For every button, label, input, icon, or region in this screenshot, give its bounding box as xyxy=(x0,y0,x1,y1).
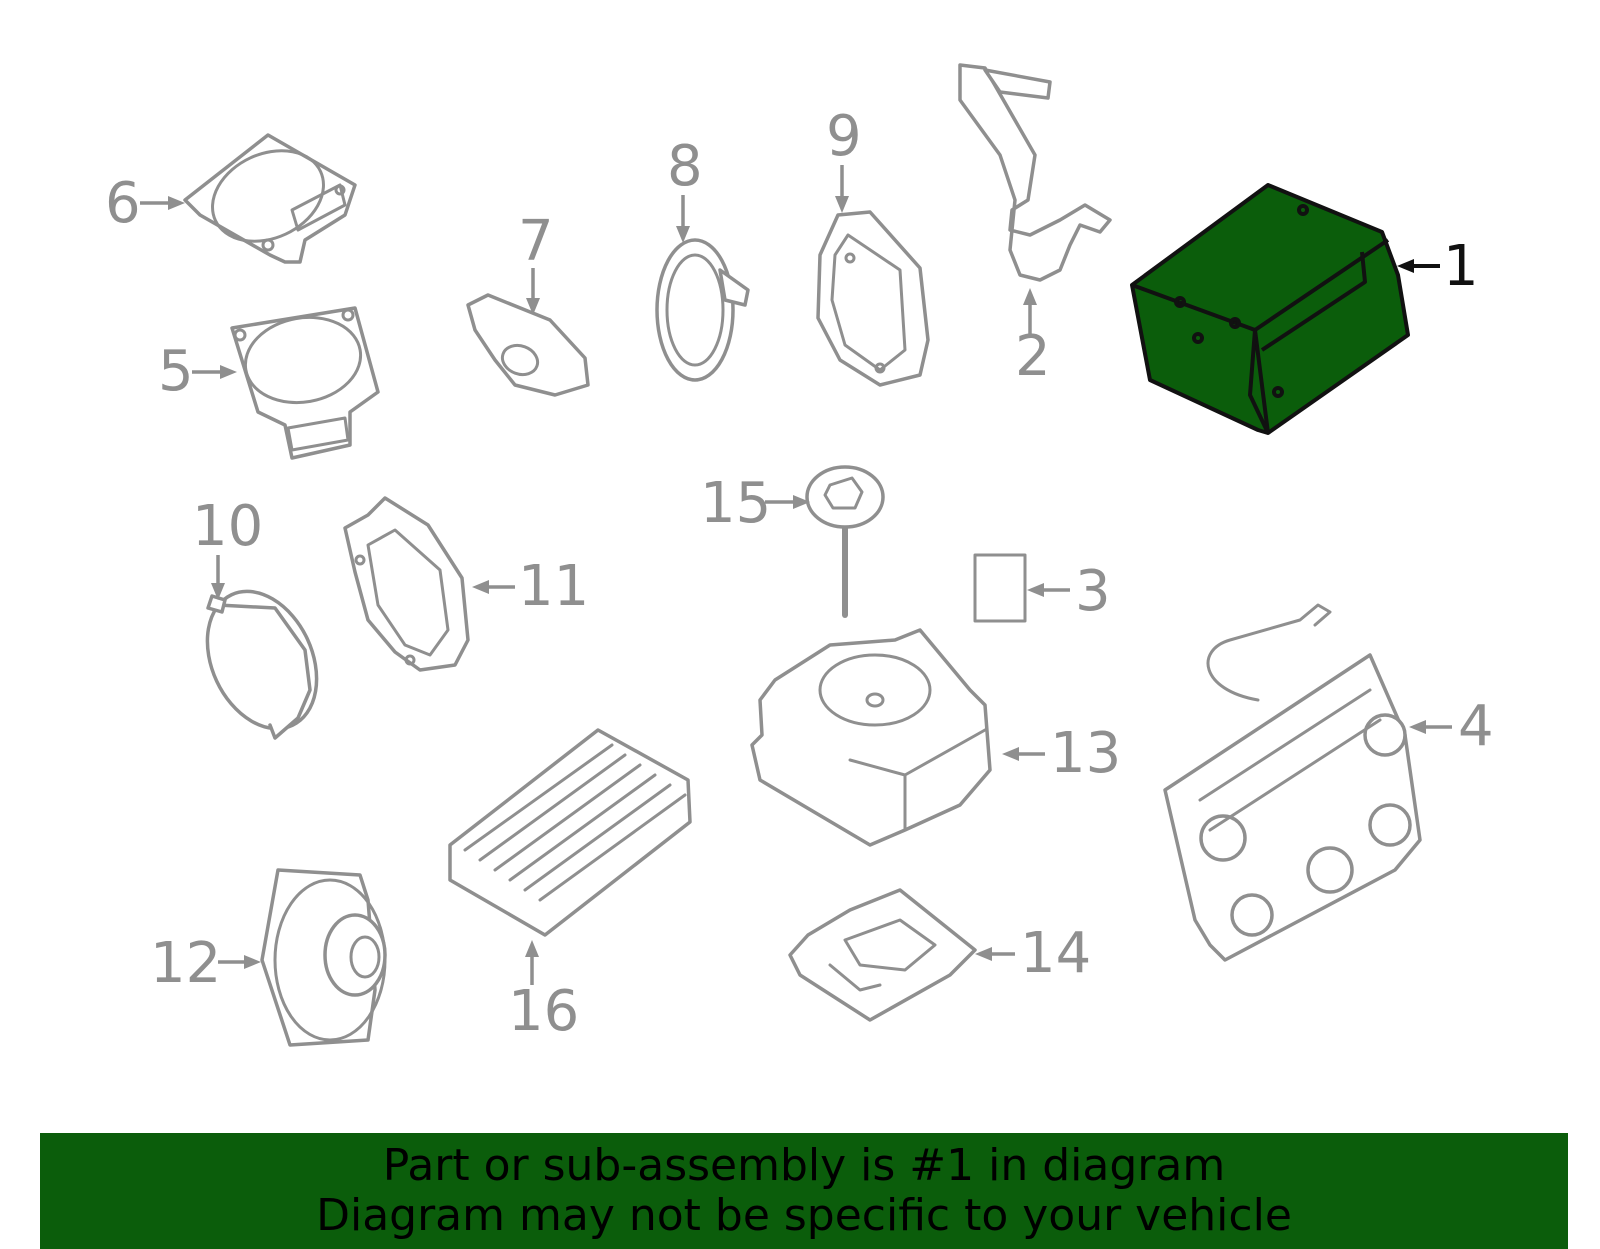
callout-5: 5 xyxy=(158,339,237,404)
callout-9-number: 9 xyxy=(826,104,862,169)
callout-3-number: 3 xyxy=(1075,559,1111,624)
part-12-woofer-speaker[interactable] xyxy=(260,868,387,1047)
part-1-radio-unit[interactable] xyxy=(1130,183,1410,435)
callout-14: 14 xyxy=(975,921,1091,986)
part-9-speaker-adapter[interactable] xyxy=(816,210,930,387)
callout-16: 16 xyxy=(508,940,579,1044)
part-4-control-panel[interactable] xyxy=(1163,603,1422,962)
part-7-tweeter[interactable] xyxy=(466,293,590,397)
part-11-speaker-spacer[interactable] xyxy=(343,496,470,672)
callout-4: 4 xyxy=(1409,694,1494,759)
callout-11-number: 11 xyxy=(518,554,589,619)
callout-8: 8 xyxy=(667,134,703,243)
callout-9: 9 xyxy=(826,104,862,213)
callout-10: 10 xyxy=(192,494,263,600)
callout-16-number: 16 xyxy=(508,979,579,1044)
callout-13: 13 xyxy=(1002,721,1121,786)
callout-15-number: 15 xyxy=(700,471,771,536)
part-2-wiring-harness[interactable] xyxy=(958,63,1112,282)
part-1-radio-body xyxy=(1130,183,1410,435)
part-3-label-card[interactable] xyxy=(973,553,1027,623)
callout-2-number: 2 xyxy=(1015,324,1051,389)
callout-3: 3 xyxy=(1027,559,1111,624)
part-14-mounting-bracket[interactable] xyxy=(788,888,977,1022)
parts-diagram: 6 5 7 8 9 xyxy=(105,63,1494,1047)
part-5-speaker[interactable] xyxy=(230,306,380,460)
callout-1: 1 xyxy=(1397,234,1479,299)
callout-2: 2 xyxy=(1015,288,1051,389)
banner-line-2: Diagram may not be specific to your vehi… xyxy=(316,1190,1292,1241)
callout-1-number: 1 xyxy=(1443,234,1479,299)
part-8-speaker-cone[interactable] xyxy=(655,238,750,382)
part-10-tweeter-speaker[interactable] xyxy=(186,574,337,747)
callout-10-number: 10 xyxy=(192,494,263,559)
info-banner: Part or sub-assembly is #1 in diagram Di… xyxy=(40,1133,1568,1249)
banner-line-1: Part or sub-assembly is #1 in diagram xyxy=(382,1140,1226,1191)
part-15-mounting-stud[interactable] xyxy=(805,465,885,618)
callout-6: 6 xyxy=(105,171,185,236)
callout-11: 11 xyxy=(472,554,589,619)
callout-4-number: 4 xyxy=(1458,694,1494,759)
callout-8-number: 8 xyxy=(667,134,703,199)
callout-14-number: 14 xyxy=(1020,921,1091,986)
callout-6-number: 6 xyxy=(105,171,141,236)
callout-13-number: 13 xyxy=(1050,721,1121,786)
callout-5-number: 5 xyxy=(158,339,194,404)
part-13-subwoofer-enclosure[interactable] xyxy=(750,628,992,847)
callout-15: 15 xyxy=(700,471,810,536)
callout-7-number: 7 xyxy=(518,209,554,274)
callout-12-number: 12 xyxy=(150,931,221,996)
part-16-amplifier[interactable] xyxy=(448,728,692,937)
callout-12: 12 xyxy=(150,931,261,996)
part-6-speaker-bracket[interactable] xyxy=(183,133,357,264)
callout-7: 7 xyxy=(518,209,554,315)
